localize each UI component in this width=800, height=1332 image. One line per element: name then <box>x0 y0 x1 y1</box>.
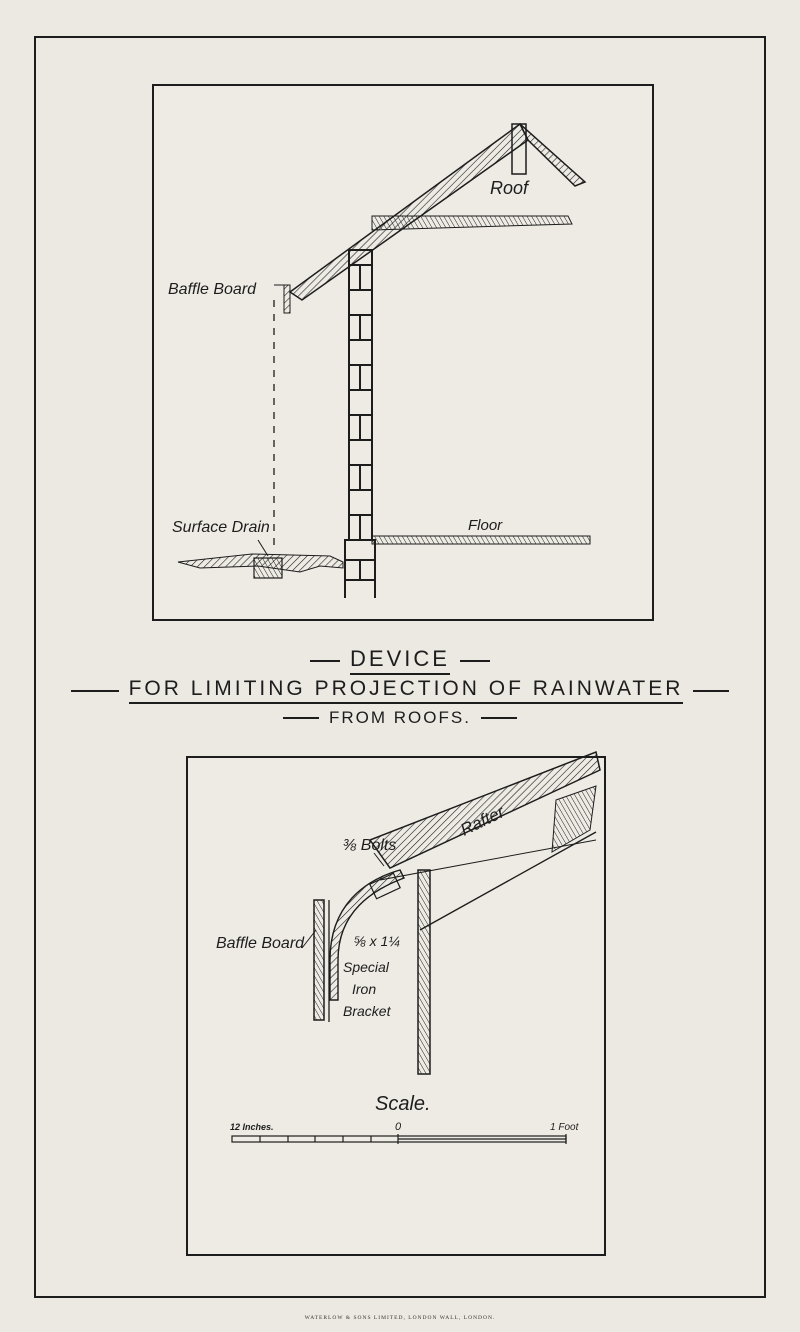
printer-imprint: WATERLOW & SONS LIMITED, LONDON WALL, LO… <box>304 1315 496 1321</box>
title-limiting-text: FOR LIMITING PROJECTION OF RAINWATER <box>128 677 684 704</box>
baffle-board <box>283 284 291 314</box>
rafter-lower-edge <box>419 831 597 931</box>
roof-ridge <box>511 123 527 175</box>
scale-zero-label: 0 <box>395 1121 402 1133</box>
rafter-end-hatching <box>551 785 597 853</box>
title-dash <box>693 689 730 692</box>
sheet-border <box>34 36 766 1298</box>
bolt-pointer <box>373 852 385 867</box>
bolts-label: ⅜ Bolts <box>343 837 396 854</box>
rafter <box>368 750 601 869</box>
floor-label: Floor <box>468 517 503 534</box>
baffle-board-label: Baffle Board <box>216 935 305 952</box>
wall <box>344 249 376 598</box>
title-dash <box>283 717 320 719</box>
title-device-text: DEVICE <box>350 646 450 675</box>
special-label: Special <box>343 959 390 975</box>
scale-right-label: 1 Foot <box>550 1122 580 1133</box>
bar-size-label: ⅝ x 1¼ <box>354 933 400 949</box>
baffle-board-label: Baffle Board <box>168 281 257 298</box>
floor-slab <box>371 535 591 545</box>
scale-title: Scale. <box>375 1093 431 1115</box>
scale-left-label: 12 Inches. <box>230 1122 274 1132</box>
title-dash <box>310 659 341 662</box>
title-from-roofs: FROM ROOFS. <box>0 708 800 728</box>
title-dash <box>480 717 517 719</box>
title-from-roofs-text: FROM ROOFS. <box>329 708 471 727</box>
wall-post <box>417 869 431 1075</box>
baffle-board-pointer <box>301 929 317 949</box>
roof-label: Roof <box>490 178 530 198</box>
title-limiting: FOR LIMITING PROJECTION OF RAINWATER <box>0 677 800 704</box>
title-device: DEVICE <box>0 646 800 675</box>
surface-drain <box>253 557 283 579</box>
ceiling-joist <box>371 215 573 231</box>
scale-bar <box>231 1134 567 1144</box>
iron-label: Iron <box>352 981 376 997</box>
special-iron-bracket <box>329 869 405 1001</box>
bracket-label: Bracket <box>343 1003 392 1019</box>
baffle-board <box>313 899 325 1021</box>
surface-drain-label: Surface Drain <box>172 519 270 536</box>
title-dash <box>70 689 119 692</box>
bracket-bolt-plate <box>369 872 401 900</box>
title-dash <box>459 659 490 662</box>
surface-drain-pointer <box>257 539 269 557</box>
